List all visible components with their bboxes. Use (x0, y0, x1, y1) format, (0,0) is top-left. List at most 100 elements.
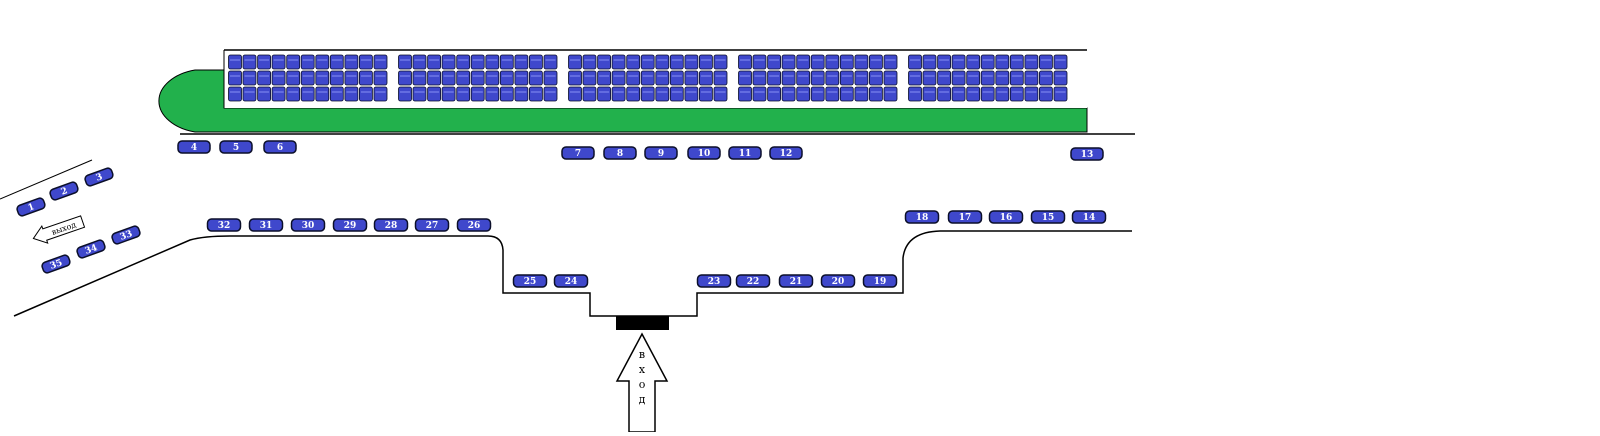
tribune-seat (626, 54, 641, 70)
parking-spot[interactable]: 23 (696, 274, 732, 288)
parking-spot-box (820, 274, 856, 288)
parking-spot-number: 28 (385, 221, 398, 231)
tribune-seat (611, 86, 626, 102)
tribune-seat (980, 70, 995, 86)
parking-spot[interactable]: 28 (373, 218, 409, 232)
parking-spot[interactable]: 17 (947, 210, 983, 224)
parking-spot-number: 34 (84, 243, 99, 257)
tribune-seat (669, 54, 684, 70)
tribune-seat (514, 86, 529, 102)
parking-spot[interactable]: 33 (111, 225, 141, 245)
tribune-seat (810, 86, 825, 102)
tribune-seat (767, 86, 781, 102)
tribune-seat (286, 86, 301, 102)
tribune-seat (781, 54, 796, 70)
tribune-seat (839, 54, 854, 70)
exit-arrow: выход (32, 215, 86, 244)
tribune-seat (1039, 70, 1053, 86)
parking-spot-box (778, 274, 814, 288)
parking-spot-box (1070, 147, 1104, 161)
tribune-seat (582, 86, 597, 102)
tribune-seat (329, 70, 344, 86)
tribune-seat (373, 86, 388, 102)
tribune-seat (300, 70, 315, 86)
entrance-gate (616, 316, 669, 330)
parking-spot[interactable]: 10 (687, 146, 721, 160)
tribune-seat (908, 86, 922, 102)
tribune-seat (568, 70, 582, 86)
tribune-seat (699, 54, 713, 70)
tribune-seat (271, 86, 286, 102)
tribune-seat (640, 86, 655, 102)
parking-spot[interactable]: 1 (16, 197, 46, 217)
tribune-seat (1039, 54, 1053, 70)
tribune-seat (640, 54, 655, 70)
parking-spot[interactable]: 27 (414, 218, 450, 232)
parking-spot[interactable]: 26 (456, 218, 492, 232)
parking-spot[interactable]: 29 (332, 218, 368, 232)
parking-spot-box (332, 218, 368, 232)
tribune-seat (825, 54, 840, 70)
parking-spot[interactable]: 13 (1070, 147, 1104, 161)
parking-spot[interactable]: 30 (290, 218, 326, 232)
parking-spot[interactable]: 4 (177, 140, 211, 154)
tribune-seat (980, 86, 995, 102)
tribune-seat (257, 70, 272, 86)
tribune-seat (995, 70, 1010, 86)
parking-spot[interactable]: 18 (904, 210, 940, 224)
tribune-seat (597, 86, 611, 102)
parking-spot[interactable]: 6 (263, 140, 297, 154)
parking-spot-box (373, 218, 409, 232)
parking-spot[interactable]: 14 (1071, 210, 1107, 224)
tribune-seat (839, 70, 854, 86)
parking-spot[interactable]: 31 (248, 218, 284, 232)
parking-spot[interactable]: 2 (49, 181, 79, 201)
parking-spot-box (1071, 210, 1107, 224)
tribune-seat (373, 54, 388, 70)
parking-spot[interactable]: 5 (219, 140, 253, 154)
parking-spot[interactable]: 24 (553, 274, 589, 288)
parking-spot-box (84, 167, 114, 187)
parking-spot[interactable]: 20 (820, 274, 856, 288)
parking-spot[interactable]: 16 (988, 210, 1024, 224)
tribune-seat (738, 86, 752, 102)
parking-spot[interactable]: 22 (735, 274, 771, 288)
tribune-seat (470, 54, 485, 70)
tribune-seat (499, 86, 514, 102)
parking-spot[interactable]: 11 (728, 146, 762, 160)
parking-spot[interactable]: 19 (862, 274, 898, 288)
tribune-seat (315, 86, 330, 102)
tribune-seat (669, 86, 684, 102)
parking-spot[interactable]: 9 (644, 146, 678, 160)
parking-spot[interactable]: 15 (1030, 210, 1066, 224)
tribune-seat (485, 54, 500, 70)
parking-spot-box (644, 146, 678, 160)
parking-spot[interactable]: 25 (512, 274, 548, 288)
parking-spot[interactable]: 32 (206, 218, 242, 232)
parking-spot-number: 21 (790, 277, 803, 287)
parking-spot-box (206, 218, 242, 232)
parking-spot[interactable]: 7 (561, 146, 595, 160)
tribune-seat (398, 54, 412, 70)
tribune-seat (358, 86, 373, 102)
tribune-seat (470, 70, 485, 86)
parking-spot[interactable]: 34 (76, 239, 106, 259)
parking-spot[interactable]: 35 (41, 254, 71, 274)
tribune-seat (966, 54, 981, 70)
parking-spot-box (603, 146, 637, 160)
parking-spot[interactable]: 8 (603, 146, 637, 160)
parking-spot-box (988, 210, 1024, 224)
parking-spot-number: 3 (95, 172, 104, 184)
tribune-seat (568, 54, 582, 70)
tribune-seat (922, 54, 937, 70)
parking-spot-box (219, 140, 253, 154)
tribune-seat (669, 70, 684, 86)
tribune-seat (271, 54, 286, 70)
tribune-seat (854, 86, 869, 102)
tribune-seat (228, 70, 242, 86)
tribune-seat (344, 70, 359, 86)
parking-spot[interactable]: 3 (84, 167, 114, 187)
parking-spot[interactable]: 21 (778, 274, 814, 288)
tribune-seat (869, 86, 883, 102)
parking-spot[interactable]: 12 (769, 146, 803, 160)
